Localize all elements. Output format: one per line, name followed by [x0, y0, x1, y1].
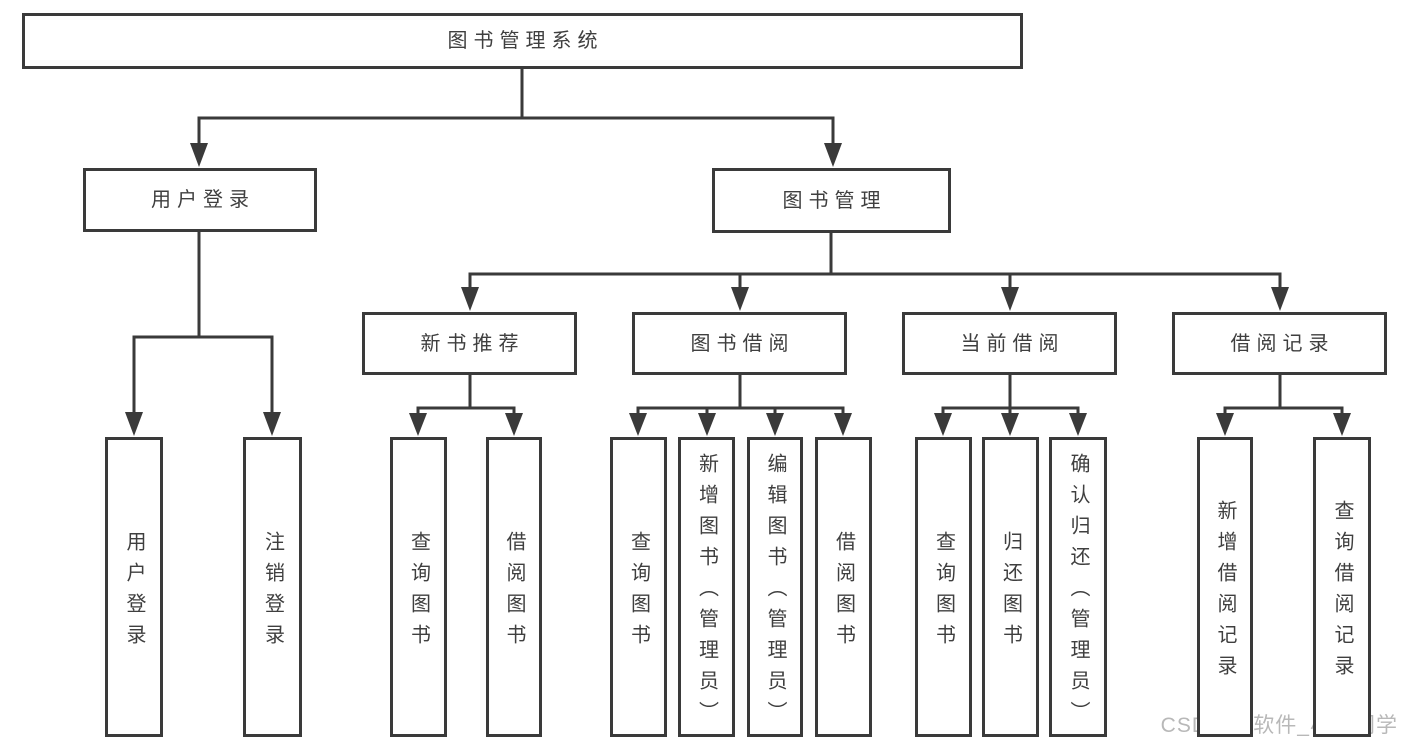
- node-nb-query-books: 查询图书: [390, 437, 447, 737]
- connector-current-borrow-branch: [941, 373, 1080, 417]
- arrowhead-borrow-records: [1271, 287, 1289, 311]
- node-user-login-leaf: 用户登录: [105, 437, 163, 737]
- node-label: 新书推荐: [420, 332, 525, 355]
- node-new-book-recommend: 新书推荐: [362, 312, 577, 375]
- connector-borrow-records-branch: [1223, 373, 1344, 417]
- node-label: 查询图书: [932, 530, 955, 655]
- node-label: 归还图书: [999, 530, 1022, 655]
- node-label: 图书管理: [782, 189, 887, 212]
- node-label: 查询图书: [407, 530, 430, 655]
- arrowhead-bb-edit-books: [766, 413, 784, 436]
- node-bb-borrow-books: 借阅图书: [815, 437, 872, 737]
- connector-new-book-recommend-branch: [416, 373, 516, 417]
- node-logout-leaf: 注销登录: [243, 437, 302, 737]
- node-user-login: 用户登录: [83, 168, 317, 232]
- node-br-add-record: 新增借阅记录: [1197, 437, 1253, 737]
- arrowhead-cb-return-books: [1001, 413, 1019, 436]
- node-book-borrow: 图书借阅: [632, 312, 847, 375]
- connector-user-login-branch: [132, 230, 274, 416]
- arrowhead-br-query-record: [1333, 413, 1351, 436]
- node-root: 图书管理系统: [22, 13, 1023, 69]
- node-label: 注销登录: [261, 530, 284, 655]
- node-cb-query-books: 查询图书: [915, 437, 972, 737]
- arrowhead-bb-query-books: [629, 413, 647, 436]
- node-label: 图书管理系统: [447, 30, 604, 52]
- node-cb-confirm-return: 确认归还（管理员）: [1049, 437, 1107, 737]
- node-nb-borrow-books: 借阅图书: [486, 437, 542, 737]
- node-br-query-record: 查询借阅记录: [1313, 437, 1371, 737]
- node-label: 当前借阅: [960, 332, 1065, 355]
- arrowhead-nb-query-books: [409, 413, 427, 436]
- arrowhead-user-login-leaf: [125, 412, 143, 436]
- arrowhead-cb-query-books: [934, 413, 952, 436]
- arrowhead-current-borrow: [1001, 287, 1019, 311]
- arrowhead-cb-confirm-return: [1069, 413, 1087, 436]
- node-label: 借阅记录: [1230, 332, 1335, 355]
- arrowhead-bb-add-books: [698, 413, 716, 436]
- node-label: 新增图书（管理员）: [695, 453, 718, 732]
- node-borrow-records: 借阅记录: [1172, 312, 1387, 375]
- node-bb-add-books: 新增图书（管理员）: [678, 437, 735, 737]
- arrowhead-br-add-record: [1216, 413, 1234, 436]
- node-label: 确认归还（管理员）: [1067, 453, 1089, 732]
- node-book-management: 图书管理: [712, 168, 951, 233]
- node-label: 新增借阅记录: [1214, 499, 1236, 686]
- node-bb-query-books: 查询图书: [610, 437, 667, 737]
- node-cb-return-books: 归还图书: [982, 437, 1039, 737]
- arrowhead-nb-borrow-books: [505, 413, 523, 436]
- node-label: 查询借阅记录: [1331, 499, 1353, 686]
- node-label: 借阅图书: [503, 530, 525, 655]
- node-current-borrow: 当前借阅: [902, 312, 1117, 375]
- node-label: 用户登录: [123, 530, 145, 655]
- node-bb-edit-books: 编辑图书（管理员）: [747, 437, 803, 737]
- node-label: 借阅图书: [832, 530, 855, 655]
- arrowhead-book-borrow: [731, 287, 749, 311]
- arrowhead-book-management: [824, 143, 842, 167]
- arrowhead-logout-leaf: [263, 412, 281, 436]
- node-label: 查询图书: [627, 530, 650, 655]
- connector-root-to-level2: [197, 67, 835, 148]
- arrowhead-new-book-recommend: [461, 287, 479, 311]
- node-label: 图书借阅: [690, 332, 795, 355]
- arrowhead-user-login: [190, 143, 208, 167]
- connector-book-borrow-branch: [636, 373, 845, 417]
- arrowhead-bb-borrow-books: [834, 413, 852, 436]
- connector-book-management-branch: [468, 231, 1282, 292]
- node-label: 编辑图书（管理员）: [764, 453, 786, 732]
- node-label: 用户登录: [151, 189, 255, 211]
